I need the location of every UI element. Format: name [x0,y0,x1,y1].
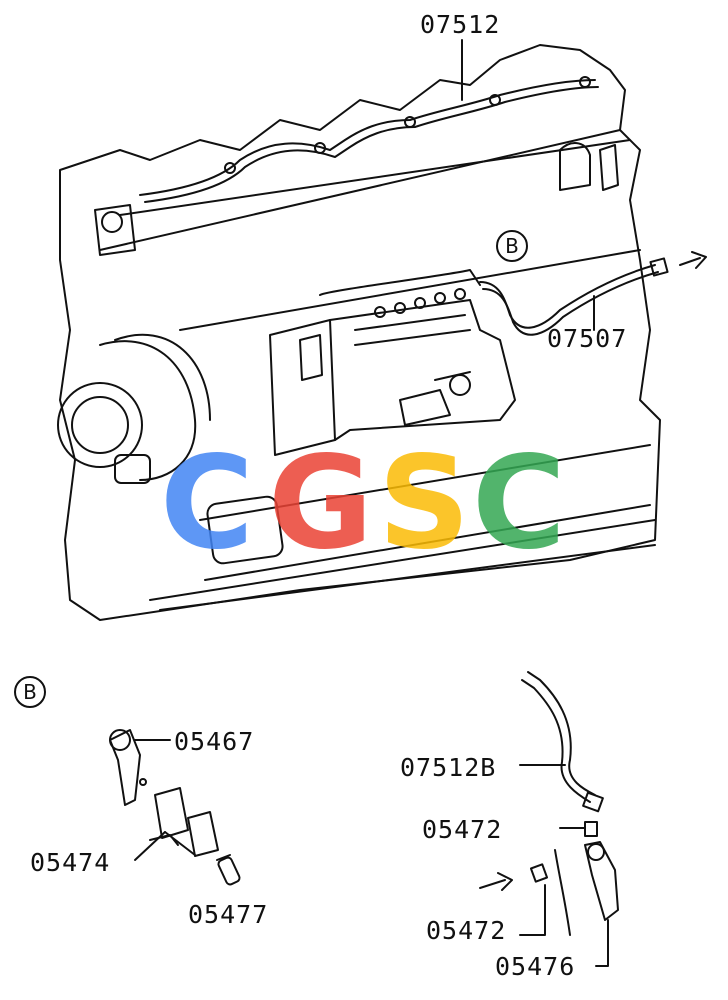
section-marker-detail: B [14,676,46,708]
fuel-injection-pipe [139,76,599,203]
detail-b-pipe [479,671,619,967]
label-05472-upper: 05472 [422,815,503,844]
engine-block [59,44,661,621]
pipe-07507 [479,251,707,336]
section-marker-main: B [496,230,528,262]
injection-pump [269,269,516,456]
label-05467: 05467 [174,727,255,756]
label-05472-lower: 05472 [426,916,507,945]
label-07507: 07507 [547,324,628,353]
label-05477: 05477 [188,900,269,929]
watermark-letter-1: C [160,429,254,578]
pulley-assembly [57,204,211,484]
watermark-letter-2: G [268,429,374,578]
label-07512: 07512 [420,10,501,39]
detail-b-clamp [109,729,241,886]
label-05476: 05476 [495,952,576,981]
label-05474: 05474 [30,848,111,877]
watermark-letter-4: C [472,429,566,578]
watermark-letter-3: S [378,429,471,578]
label-07512B: 07512B [400,753,497,782]
